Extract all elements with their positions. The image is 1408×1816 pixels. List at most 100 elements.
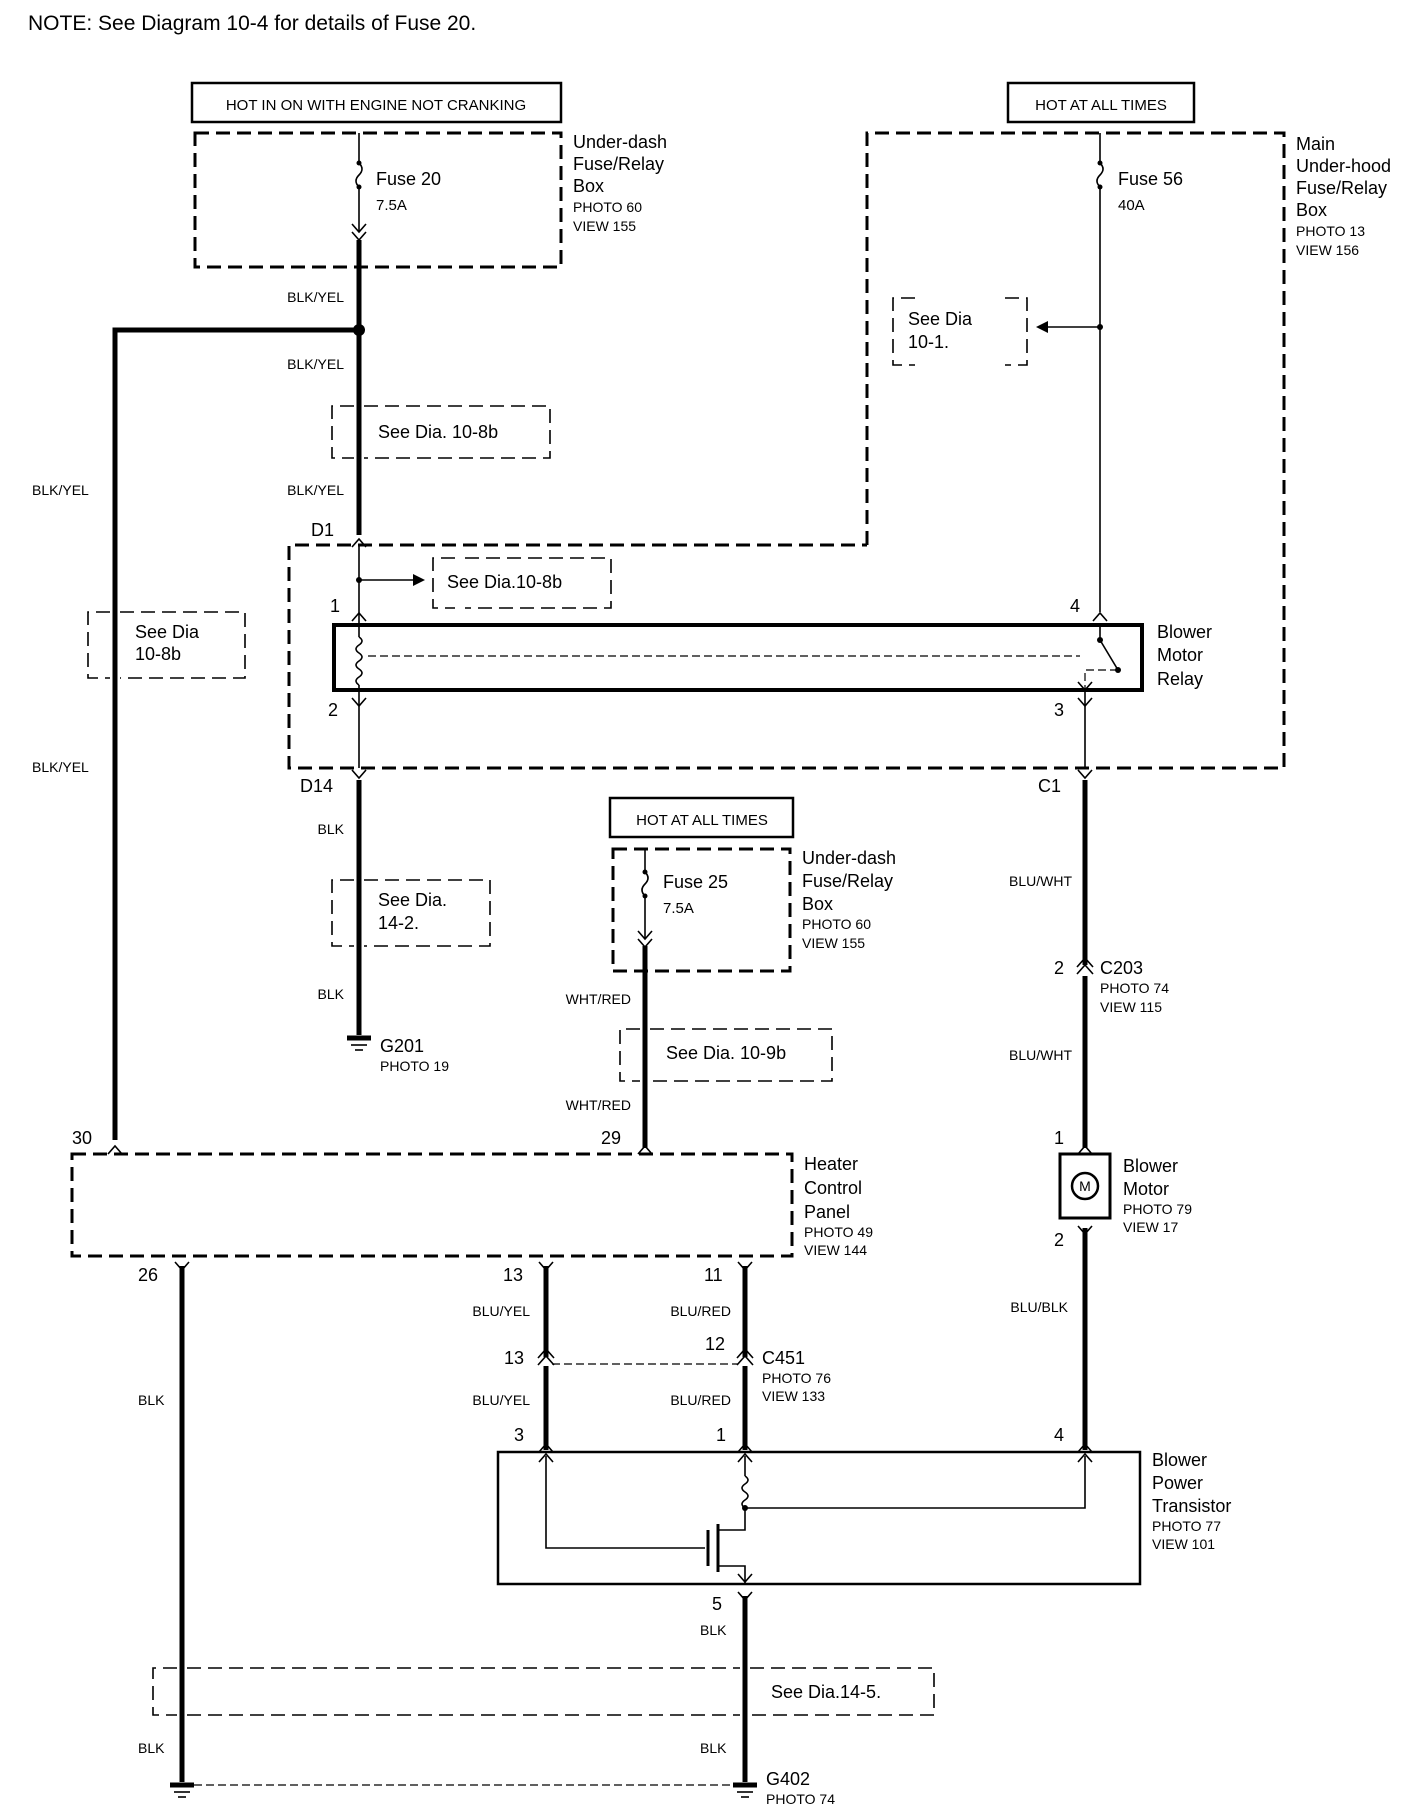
g402-photo: PHOTO 74 — [766, 1791, 835, 1807]
motor-symbol-label: M — [1079, 1178, 1091, 1194]
main-box-line4: Box — [1296, 200, 1327, 220]
c203-photo: PHOTO 74 — [1100, 980, 1169, 996]
see-dia-10-8b-top-bracket-l — [331, 405, 354, 459]
bpt-line1: Blower — [1152, 1450, 1207, 1470]
main-box-line1: Main — [1296, 134, 1335, 154]
connector-c451-12 — [736, 1347, 754, 1359]
relay-switch — [1077, 625, 1121, 692]
wire-label-blu-blk: BLU/BLK — [1010, 1299, 1068, 1315]
wire-label-blu-yel-2: BLU/YEL — [472, 1392, 530, 1408]
wire-label-blu-red-2: BLU/RED — [670, 1392, 731, 1408]
blower-motor — [1058, 1152, 1112, 1220]
see-dia-10-8b-top-bracket-r — [364, 405, 551, 459]
see-dia-10-9b: See Dia. 10-9b — [666, 1043, 786, 1063]
see-dia-10-8b-top: See Dia. 10-8b — [378, 422, 498, 442]
pin-hcp-11: 11 — [704, 1265, 723, 1285]
pin-d1: D1 — [311, 520, 334, 540]
wire-label-blk-left-2: BLK — [138, 1740, 165, 1756]
pin-c203: 2 — [1054, 958, 1064, 978]
relay-label-line2: Motor — [1157, 645, 1203, 665]
underdash-box-1-photo: PHOTO 60 — [573, 199, 642, 215]
blower-motor-line2: Motor — [1123, 1179, 1169, 1199]
main-box-photo: PHOTO 13 — [1296, 223, 1365, 239]
pin-relay-1: 1 — [330, 596, 340, 616]
underdash-box-1-line1: Under-dash — [573, 132, 667, 152]
power-label-box-hot-at-all-times-1 — [1006, 81, 1196, 124]
pin-d14: D14 — [300, 776, 333, 796]
wire-label-blk-yel-left-2: BLK/YEL — [32, 759, 89, 775]
fuse-56-rating: 40A — [1118, 197, 1145, 214]
pin-bpt-4: 4 — [1054, 1425, 1064, 1445]
underdash-box-2-line1: Under-dash — [802, 848, 896, 868]
bpt-line3: Transistor — [1152, 1496, 1231, 1516]
main-box-line3: Fuse/Relay — [1296, 178, 1387, 198]
underdash-box-1-line3: Box — [573, 176, 604, 196]
pin-bpt-5: 5 — [712, 1594, 722, 1614]
see-dia-10-8b-left-bracket-r — [120, 611, 246, 679]
underdash-fuse-box-1 — [193, 131, 563, 269]
see-dia-10-1-bracket-r — [1005, 297, 1028, 366]
see-dia-10-8b-left-line1: See Dia — [135, 622, 200, 642]
main-box-view: VIEW 156 — [1296, 242, 1359, 258]
pin-hcp-30: 30 — [72, 1128, 92, 1148]
wire-label-wht-red-1: WHT/RED — [566, 991, 631, 1007]
see-dia-14-2-bracket-r — [364, 879, 491, 947]
wire-label-blu-wht-1: BLU/WHT — [1009, 873, 1072, 889]
arrow-to-dia-10-1 — [1036, 321, 1048, 333]
wire-label-blk-left-1: BLK — [138, 1392, 165, 1408]
pin-c451-12: 12 — [705, 1334, 725, 1354]
see-dia-14-2-bracket-l — [331, 879, 354, 947]
pin-bpt-3: 3 — [514, 1425, 524, 1445]
power-label-hot-in-on: HOT IN ON WITH ENGINE NOT CRANKING — [226, 97, 526, 114]
main-box-line2: Under-hood — [1296, 156, 1391, 176]
wire-label-wht-red-2: WHT/RED — [566, 1097, 631, 1113]
main-underhood-fuse-box — [287, 131, 1286, 770]
power-label-hot-at-all-times-1: HOT AT ALL TIMES — [1035, 97, 1167, 114]
bpt-line2: Power — [1152, 1473, 1203, 1493]
c203-view: VIEW 115 — [1100, 999, 1162, 1015]
pin-c1: C1 — [1038, 776, 1061, 796]
relay-label-line1: Blower — [1157, 622, 1212, 642]
c203-label: C203 — [1100, 958, 1143, 978]
transistor-circuit — [538, 1452, 1093, 1584]
fuse-56-label: Fuse 56 — [1118, 169, 1183, 189]
wire-label-blk-yel-2: BLK/YEL — [287, 356, 344, 372]
blower-motor-relay — [332, 623, 1144, 692]
pin-motor-1: 1 — [1054, 1128, 1064, 1148]
fuse-25-symbol — [637, 849, 653, 949]
ground-symbol-left — [170, 1782, 194, 1798]
see-dia-10-8b-left-bracket-l — [87, 611, 110, 679]
see-dia-14-2-line1: See Dia. — [378, 890, 447, 910]
blower-motor-line1: Blower — [1123, 1156, 1178, 1176]
underdash-box-1-line2: Fuse/Relay — [573, 154, 664, 174]
fuse-56-symbol — [1096, 133, 1104, 612]
underdash-box-1-view: VIEW 155 — [573, 218, 636, 234]
g201-label: G201 — [380, 1036, 424, 1056]
connector-d1 — [351, 537, 367, 548]
pin-relay-3: 3 — [1054, 700, 1064, 720]
fuse-25-label: Fuse 25 — [663, 872, 728, 892]
ground-symbol-g201 — [347, 1035, 371, 1051]
see-dia-14-5-bracket-l — [152, 1667, 177, 1716]
blower-power-transistor — [496, 1450, 1142, 1586]
see-dia-14-5-bracket-r — [750, 1667, 935, 1716]
see-dia-10-9b-bracket-l — [619, 1028, 640, 1082]
relay-label-line3: Relay — [1157, 669, 1203, 689]
hcp-view: VIEW 144 — [804, 1242, 867, 1258]
see-dia-10-8b-relay-bracket-l — [432, 557, 455, 609]
underdash-box-2-line2: Fuse/Relay — [802, 871, 893, 891]
see-dia-14-2-line2: 14-2. — [378, 913, 419, 933]
g402-label: G402 — [766, 1769, 810, 1789]
wire-label-blk-1: BLK — [318, 821, 345, 837]
fuse-20-rating: 7.5A — [376, 197, 407, 214]
wire-blk-yel-left — [112, 327, 359, 1140]
wire-label-blk-yel-left-1: BLK/YEL — [32, 482, 89, 498]
wire-label-blu-yel-1: BLU/YEL — [472, 1303, 530, 1319]
wire-label-blk-yel-3: BLK/YEL — [287, 482, 344, 498]
underdash-fuse-box-2 — [611, 847, 792, 973]
heater-control-panel — [70, 1152, 794, 1258]
wire-label-blk-bot-1: BLK — [700, 1622, 727, 1638]
pin-hcp-26: 26 — [138, 1265, 158, 1285]
see-dia-10-8b-relay: See Dia.10-8b — [447, 572, 562, 592]
